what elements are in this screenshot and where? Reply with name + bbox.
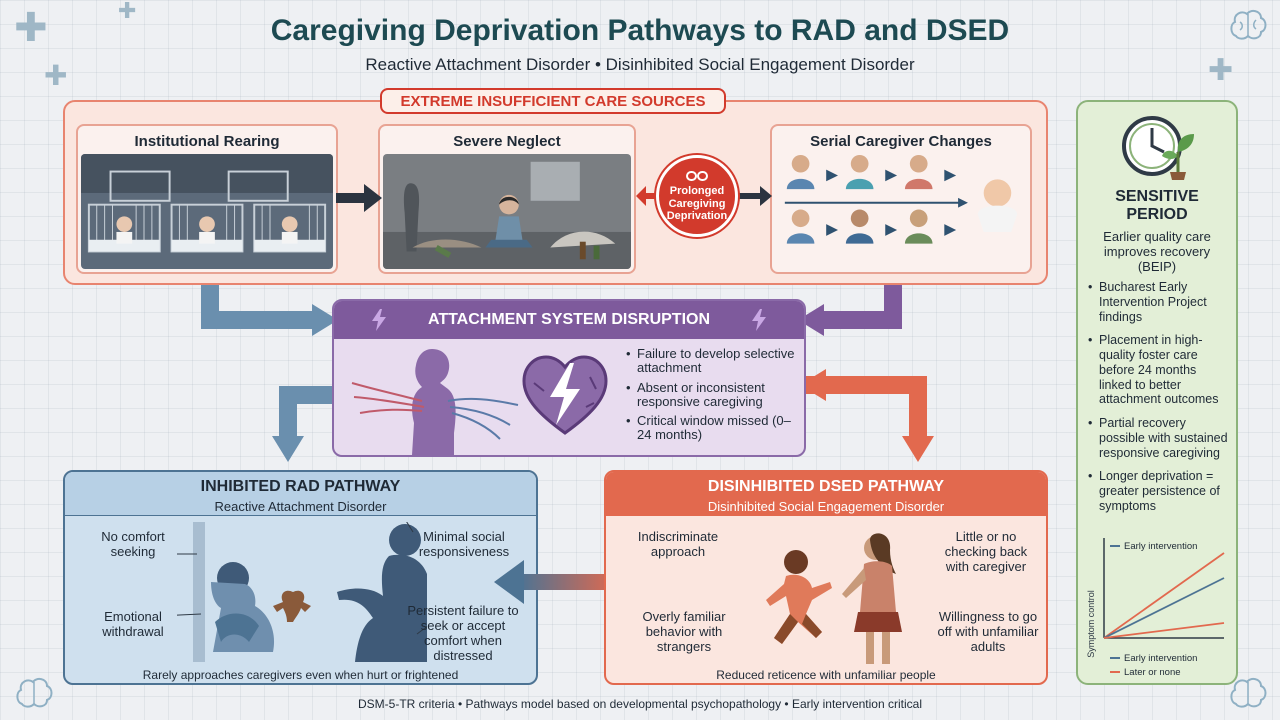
broken-heart-icon (520, 353, 610, 437)
label-overly-familiar: Overly familiar behavior with strangers (634, 610, 734, 655)
rad-footnote: Rarely approaches caregivers even when h… (65, 668, 536, 682)
rad-pathway-panel: INHIBITED RAD PATHWAY Reactive Attachmen… (63, 470, 538, 685)
withdrawn-child-illustration (177, 522, 427, 662)
attachment-disruption-panel: ATTACHMENT SYSTEM DISRUPTION Failure to … (332, 299, 806, 457)
caregiver-sequence-illustration (775, 154, 1027, 269)
card-title: Severe Neglect (380, 133, 634, 150)
sensitive-period-description: Earlier quality care improves recovery (… (1084, 230, 1230, 275)
care-sources-banner: EXTREME INSUFFICIENT CARE SOURCES (380, 88, 726, 114)
child-silhouette-illustration (350, 343, 520, 455)
card-title: Institutional Rearing (78, 133, 336, 150)
section-title: ATTACHMENT SYSTEM DISRUPTION (428, 311, 710, 329)
dsed-footnote: Reduced reticence with unfamiliar people (606, 668, 1046, 682)
chart-legend-label: Early intervention (1124, 653, 1197, 664)
institution-scene-illustration (81, 154, 333, 269)
label-persistent-failure: Persistent failure to seek or accept com… (399, 604, 527, 664)
rad-pathway-header: INHIBITED RAD PATHWAY Reactive Attachmen… (65, 472, 536, 516)
card-serial-caregiver-changes: Serial Caregiver Changes (770, 124, 1032, 274)
dsed-pathway-header: DISINHIBITED DSED PATHWAY Disinhibited S… (606, 472, 1046, 516)
sensitive-bullet: Bucharest Early Intervention Project fin… (1088, 280, 1232, 324)
title-line: PERIOD (1078, 206, 1236, 224)
footer-note: DSM-5-TR criteria • Pathways model based… (0, 697, 1280, 711)
disruption-bullet: Failure to develop selective attachment (626, 347, 802, 376)
neglect-scene-illustration (383, 154, 631, 269)
sensitive-bullet: Placement in high-quality foster care be… (1088, 333, 1232, 407)
chart-legend-label: Later or none (1124, 667, 1181, 678)
sensitive-bullet: Longer deprivation = greater persistence… (1088, 469, 1232, 513)
lightning-icon (750, 309, 768, 331)
prolonged-deprivation-badge: Prolonged Caregiving Deprivation (656, 155, 738, 237)
arrow-badge-right (738, 186, 774, 206)
label-little-checking-back: Little or no checking back with caregive… (934, 530, 1038, 575)
approaching-child-illustration (746, 522, 946, 672)
disruption-bullet: Critical window missed (0–24 months) (626, 414, 802, 443)
card-institutional-rearing: Institutional Rearing (76, 124, 338, 274)
chart-y-label: Symptom control (1086, 590, 1096, 658)
arrow-institution-to-neglect (336, 182, 384, 214)
sensitive-period-title: SENSITIVE PERIOD (1078, 188, 1236, 225)
broken-chain-icon (686, 169, 708, 183)
label-minimal-responsiveness: Minimal social responsiveness (405, 530, 523, 560)
lightning-icon (370, 309, 388, 331)
sensitive-period-panel: SENSITIVE PERIOD Earlier quality care im… (1076, 100, 1238, 685)
rad-title: INHIBITED RAD PATHWAY (65, 478, 536, 496)
clock-plant-icon (1118, 112, 1198, 182)
badge-line: Prolonged (670, 185, 724, 198)
sensitive-period-bullets: Bucharest Early Intervention Project fin… (1088, 280, 1232, 523)
card-severe-neglect: Severe Neglect (378, 124, 636, 274)
chart-legend-label: Early intervention (1124, 541, 1197, 552)
badge-line: Caregiving (669, 198, 726, 211)
disruption-bullets: Failure to develop selective attachment … (626, 347, 802, 448)
badge-line: Deprivation (667, 210, 728, 223)
title-line: SENSITIVE (1078, 188, 1236, 206)
label-no-comfort-seeking: No comfort seeking (93, 530, 173, 560)
chart-series-line-1 (1104, 578, 1224, 638)
label-emotional-withdrawal: Emotional withdrawal (95, 610, 171, 640)
dsed-subtitle: Disinhibited Social Engagement Disorder (606, 499, 1046, 514)
disruption-bullet: Absent or inconsistent responsive caregi… (626, 381, 802, 410)
sensitive-bullet: Partial recovery possible with sustained… (1088, 416, 1232, 460)
label-willingness-to-go-off: Willingness to go off with unfamiliar ad… (936, 610, 1040, 655)
attachment-disruption-header: ATTACHMENT SYSTEM DISRUPTION (334, 301, 804, 339)
label-indiscriminate-approach: Indiscriminate approach (630, 530, 726, 560)
dsed-title: DISINHIBITED DSED PATHWAY (606, 478, 1046, 496)
recovery-mini-chart: Symptom control Early interventionEarly … (1084, 532, 1234, 682)
card-title: Serial Caregiver Changes (772, 133, 1030, 150)
dsed-pathway-panel: DISINHIBITED DSED PATHWAY Disinhibited S… (604, 470, 1048, 685)
rad-subtitle: Reactive Attachment Disorder (65, 499, 536, 514)
